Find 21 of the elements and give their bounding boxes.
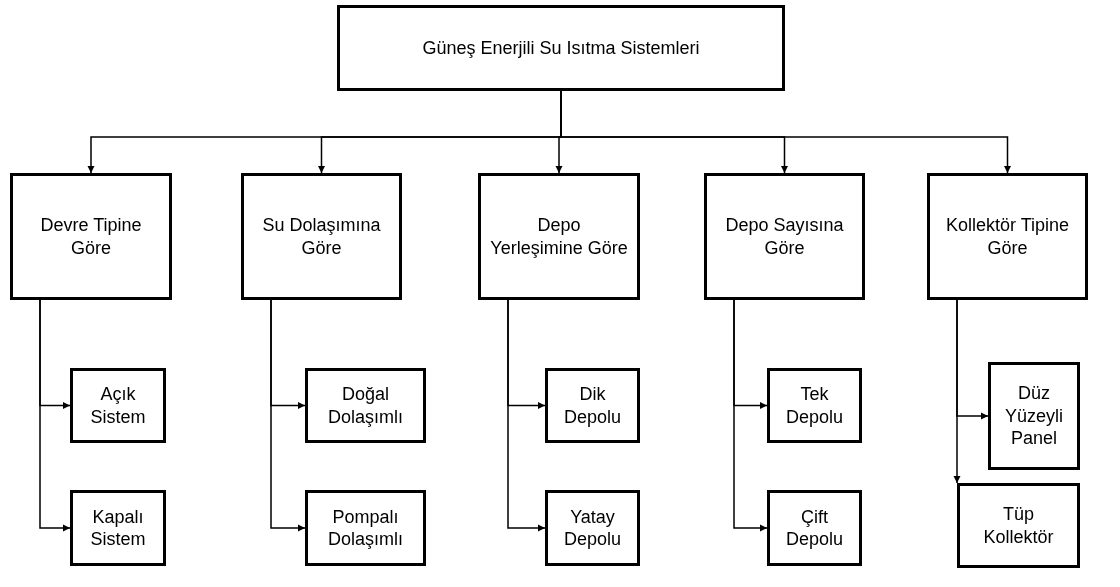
arrow <box>39 299 71 532</box>
category-box: Düz Yüzeyli Panel <box>988 362 1080 470</box>
category-box: Açık Sistem <box>70 368 166 443</box>
category-box: Depo Sayısına Göre <box>704 173 865 300</box>
category-box: Tek Depolu <box>767 368 862 443</box>
category-box: Kapalı Sistem <box>70 490 166 566</box>
arrow <box>953 299 961 484</box>
arrow <box>270 299 306 532</box>
arrow <box>733 299 768 532</box>
category-box: Doğal Dolaşımlı <box>305 368 426 443</box>
category-box: Dik Depolu <box>545 368 640 443</box>
category-box: Pompalı Dolaşımlı <box>305 490 426 566</box>
category-box: Çift Depolu <box>767 490 862 566</box>
category-box: Devre Tipine Göre <box>10 173 172 300</box>
category-box: Su Dolaşımına Göre <box>241 173 402 300</box>
arrow <box>507 299 546 532</box>
category-box: Depo Yerleşimine Göre <box>478 173 640 300</box>
category-box: Kollektör Tipine Göre <box>927 173 1088 300</box>
category-box: Yatay Depolu <box>545 490 640 566</box>
category-box: Tüp Kollektör <box>957 483 1080 568</box>
category-box: Güneş Enerjili Su Isıtma Sistemleri <box>337 5 785 91</box>
